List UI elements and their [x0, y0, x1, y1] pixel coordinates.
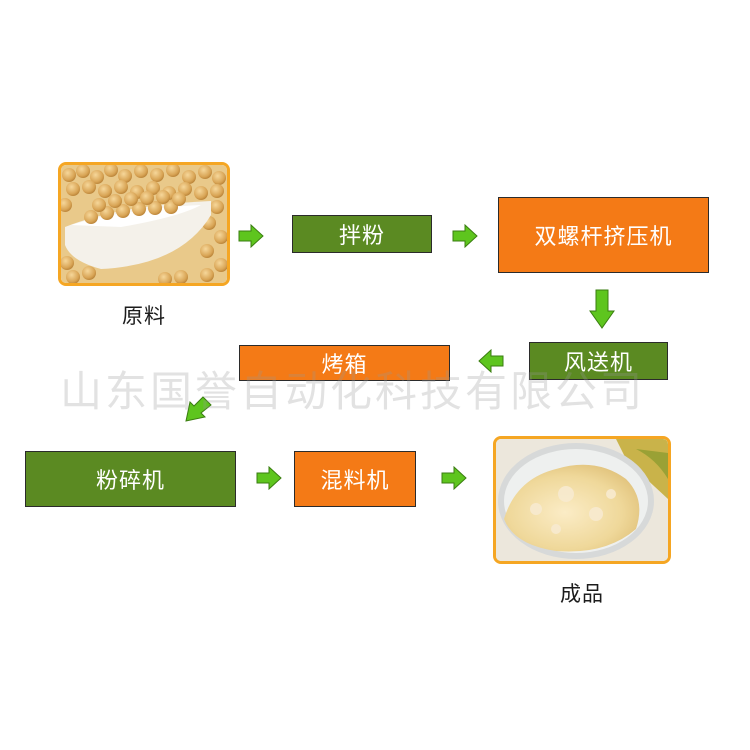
step-mixing: 拌粉 — [292, 215, 432, 253]
arrow-right-icon — [452, 224, 478, 248]
step-air-conveyor: 风送机 — [529, 342, 668, 380]
step-extruder: 双螺杆挤压机 — [498, 197, 709, 273]
arrow-down-left-icon — [185, 396, 212, 422]
step-blender: 混料机 — [294, 451, 416, 507]
arrow-right-icon — [441, 466, 467, 490]
finished-product-photo — [493, 436, 671, 564]
raw-material-label: 原料 — [122, 304, 166, 328]
arrow-down-icon — [589, 289, 615, 329]
step-grinder: 粉碎机 — [25, 451, 236, 507]
arrow-right-icon — [256, 466, 282, 490]
raw-material-photo — [58, 162, 230, 286]
arrow-left-icon — [478, 349, 504, 373]
arrow-right-icon — [238, 224, 264, 248]
powder-image — [496, 439, 668, 561]
finished-product-label: 成品 — [560, 582, 604, 606]
soybeans-image — [61, 165, 227, 283]
step-oven: 烤箱 — [239, 345, 450, 381]
